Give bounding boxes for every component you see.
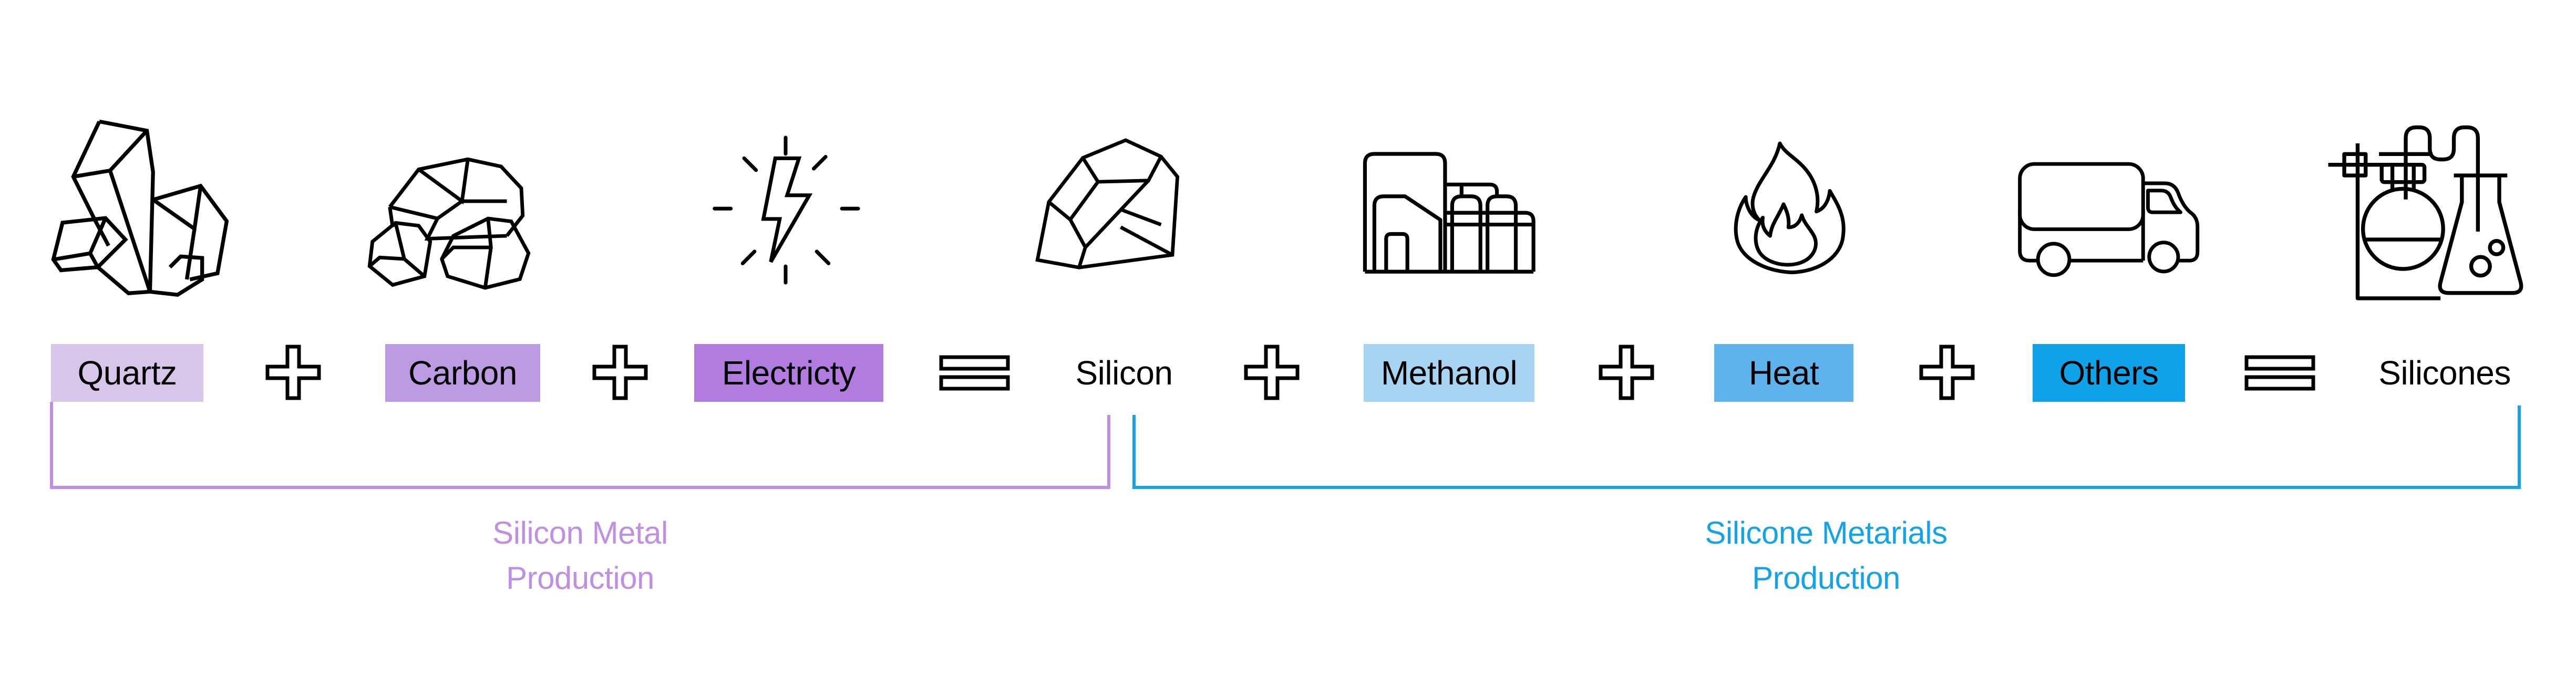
silicon-metal-production-line2: Production	[506, 560, 654, 596]
silicon-metal-bracket-left	[50, 402, 53, 489]
silicon-metal-production-line1: Silicon Metal	[492, 515, 668, 550]
silicon-metal-production-label: Silicon Metal Production	[365, 511, 796, 601]
silicone-materials-production-line2: Production	[1752, 560, 1900, 596]
plus-icon	[1243, 344, 1301, 401]
plus-icon	[1598, 344, 1655, 401]
plus-icon	[591, 344, 649, 401]
plus-icon	[1918, 344, 1976, 401]
label-silicones: Silicones	[2378, 354, 2511, 392]
equals-icon	[2244, 355, 2315, 391]
silicone-materials-bracket-right	[2518, 405, 2521, 489]
silicon-metal-bracket	[50, 486, 1110, 489]
silicon-metal-bracket-right	[1107, 415, 1110, 489]
lab-flasks-icon	[2312, 117, 2546, 310]
silicone-materials-bracket-left	[1132, 415, 1136, 489]
silicone-materials-production-label: Silicone Metarials Production	[1611, 511, 2042, 601]
silicone-materials-bracket	[1132, 486, 2521, 489]
plus-icon	[264, 344, 322, 401]
chip-carbon: Carbon	[385, 344, 540, 402]
chip-electricity: Electricty	[694, 344, 883, 402]
delivery-truck-icon	[2010, 147, 2210, 280]
factory-icon	[1353, 144, 1548, 280]
coal-rocks-icon	[355, 126, 578, 299]
equals-icon	[939, 355, 1010, 391]
chip-methanol: Methanol	[1364, 344, 1534, 402]
silicone-materials-production-line1: Silicone Metarials	[1705, 515, 1948, 550]
chip-heat: Heat	[1714, 344, 1853, 402]
lightning-spark-icon	[704, 129, 867, 292]
chip-quartz: Quartz	[51, 344, 203, 402]
flame-icon	[1726, 129, 1860, 281]
chip-others: Others	[2033, 344, 2185, 402]
quartz-crystal-icon	[42, 108, 273, 299]
label-silicon: Silicon	[1075, 354, 1173, 392]
silicon-rock-icon	[1027, 126, 1217, 297]
